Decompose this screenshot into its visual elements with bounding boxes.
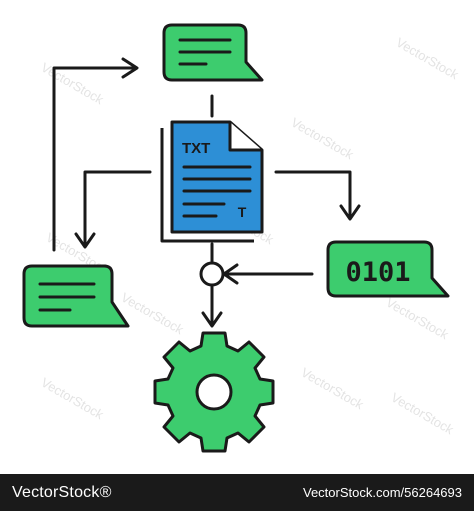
binary-label: 0101 [345,257,410,288]
image-credit[interactable]: VectorStock.com/56264693 [303,485,462,500]
document-type-label: TXT [182,140,210,157]
watermark-text: VectorStock [119,290,187,338]
gear-arrow-head-icon [201,311,223,328]
loop-arrow-head-icon [121,57,139,79]
watermark-text: VectorStock [394,35,462,83]
watermark-text: VectorStock [299,365,367,413]
right-arrow-line [274,170,352,218]
diagram-canvas: VectorStock VectorStock VectorStock Vect… [22,23,462,453]
loop-arrow-line [52,66,137,252]
connectors [52,57,361,328]
document-icon: TXT T [160,120,264,243]
brand-logo[interactable]: VectorStock® [12,483,112,501]
chat-bubble-icon [162,23,264,82]
watermark-text: VectorStock [389,390,457,438]
binary-chat-icon: 0101 [326,240,450,298]
watermark-text: VectorStock [289,115,357,163]
junction-node [199,261,225,287]
watermark-text: VectorStock [384,295,452,343]
gear-hole [195,373,233,411]
footer-bar: VectorStock® VectorStock.com/56264693 [0,474,474,511]
left-arrow-head-icon [74,232,96,249]
document-badge-label: T [238,204,247,220]
right-arrow-head-icon [339,204,361,221]
watermark-text: VectorStock [39,375,107,423]
left-arrow-line [83,170,152,246]
gear-icon [153,331,275,453]
chat-bubble-icon [22,264,130,328]
